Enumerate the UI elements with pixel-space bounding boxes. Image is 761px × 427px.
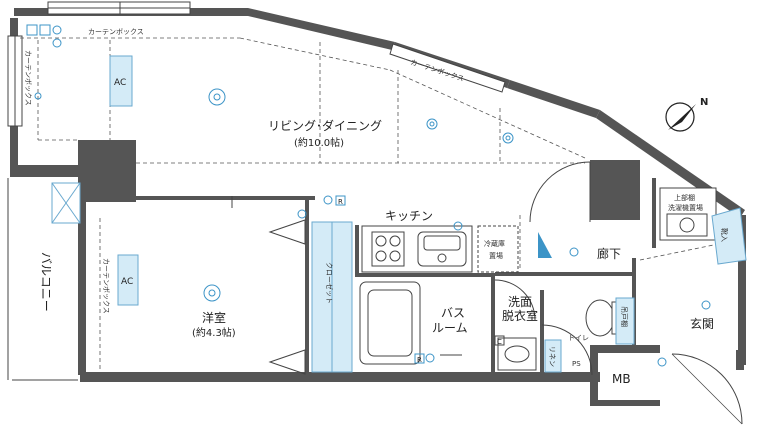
ceiling-lights [34,88,711,310]
bath-label-2: ルーム [432,321,468,335]
socket-r-bath: R [417,356,422,364]
living-dining-label: リビング･ダイニング [268,118,382,133]
left-window [7,35,23,127]
compass-north: N [700,97,708,108]
socket-c-washroom: C [497,338,502,346]
doors [231,161,743,425]
western-room-size: (約4.3帖) [192,326,236,339]
upper-storage-label-1: 上部棚 [674,193,695,202]
linen-label: リネン [548,346,556,367]
mb-label: MB [612,372,631,386]
shoe-box-label: 靴入 [720,228,729,242]
diagonal-window [389,43,506,93]
ps-label: PS [572,360,581,368]
upper-storage-label-2: 洗濯機置場 [668,203,703,212]
bath-fixtures [359,281,462,365]
washing-machine [659,187,717,241]
washroom-label-2: 脱衣室 [502,308,538,323]
shoe-box [711,207,747,265]
kitchen-label: キッチン [385,209,433,223]
closet-label: クローゼット [325,262,334,304]
curtain-box-western: カーテンボックス [102,258,110,314]
sockets: R R C G [26,24,667,367]
dashed-lines [20,37,739,370]
living-dining-size: (約10.0帖) [294,136,344,149]
toilet-label: トイレ [568,334,589,342]
ac-label-western: AC [121,277,133,287]
curtain-box-top: カーテンボックス [88,28,144,36]
ac-units: AC AC [109,55,139,306]
bath-label-1: バス [441,306,465,320]
washroom-label-1: 洗面 [508,295,532,309]
refrigerator-label-1: 冷蔵庫 [484,239,505,248]
balcony-area [7,178,78,381]
hallway-label: 廊下 [597,246,621,261]
entrance-label: 玄関 [690,316,714,331]
ac-label-living: AC [114,78,126,88]
top-window [47,1,191,15]
washroom-fixtures [497,297,635,373]
room-labels: リビング･ダイニング (約10.0帖) 洋室 (約4.3帖) キッチン バス ル… [39,118,714,386]
cabinet-label: 吊戸棚 [620,306,629,327]
curtain-box-left: カーテンボックス [24,50,32,106]
balcony-label: バルコニー [39,252,53,312]
compass: N [665,97,708,132]
refrigerator-label-2: 置場 [489,251,503,260]
western-room-label: 洋室 [202,310,226,325]
socket-r-kitchen: R [338,198,343,206]
kitchen-fixtures [361,225,519,273]
closet: クローゼット [268,219,353,375]
